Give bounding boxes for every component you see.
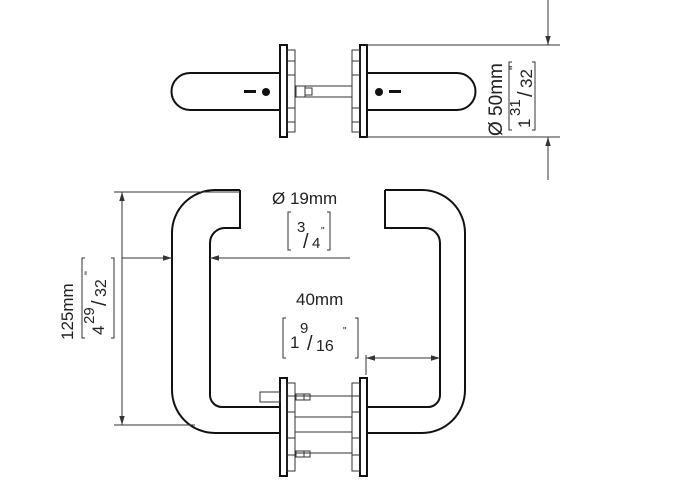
projection-metric: 40mm <box>296 290 343 309</box>
height-inch-num: 29 <box>81 307 98 324</box>
bar-diameter-metric: Ø 19mm <box>272 189 337 208</box>
fraction-slash: / <box>89 300 111 306</box>
projection-dimension <box>282 317 440 375</box>
rose-diameter-metric: Ø 50mm <box>486 63 507 136</box>
projection-inch-den: 16 <box>316 338 334 355</box>
rose-diameter-inch-whole: 1 <box>515 119 534 128</box>
front-view-u-handle <box>171 189 466 477</box>
inch-mark: " <box>507 66 521 70</box>
height-inch-den: 32 <box>93 279 110 297</box>
bar-diameter-inch-num: 3 <box>297 219 305 236</box>
rose-diameter-dimension <box>366 0 560 180</box>
fraction-slash: / <box>303 231 309 253</box>
height-metric: 125mm <box>58 283 77 340</box>
bar-diameter-dimension <box>122 211 350 261</box>
rose-diameter-inch-num: 31 <box>507 99 524 116</box>
inch-mark: " <box>83 271 95 275</box>
bar-diameter-inch-den: 4 <box>312 235 320 252</box>
projection-inch-num: 9 <box>300 320 308 337</box>
inch-mark: " <box>321 226 325 237</box>
top-view-lever-handles <box>170 44 477 138</box>
inch-mark: " <box>343 326 347 337</box>
rose-diameter-inch-den: 32 <box>517 69 536 88</box>
fraction-slash: / <box>307 333 313 355</box>
projection-inch-whole: 1 <box>290 333 299 352</box>
keyhole-icon <box>375 88 383 96</box>
height-dimension <box>81 191 240 426</box>
fraction-slash: / <box>515 91 537 97</box>
height-inch-whole: 4 <box>89 326 108 335</box>
keyhole-icon <box>262 88 270 96</box>
